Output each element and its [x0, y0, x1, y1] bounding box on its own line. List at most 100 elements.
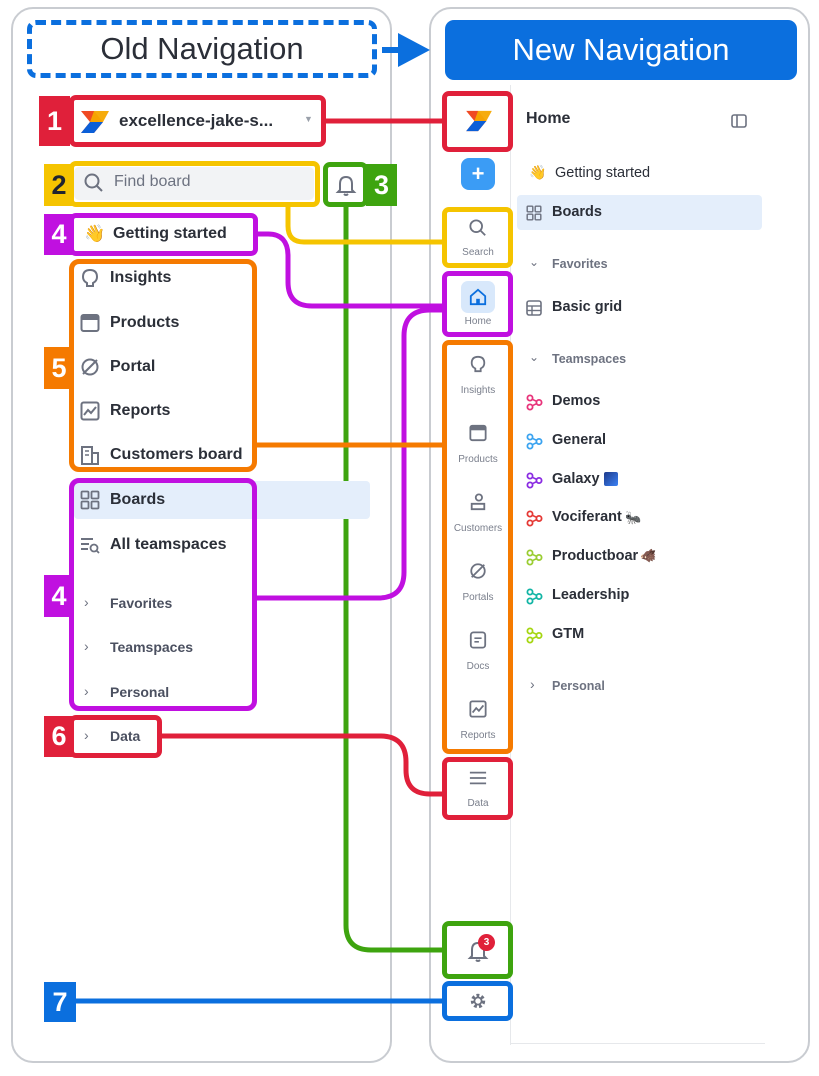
teamspace-icon [526, 549, 543, 566]
boar-emoji-icon: 🐗 [640, 548, 657, 563]
teamspace-item[interactable]: GTM [552, 626, 585, 642]
rail-home-label[interactable]: Home [464, 316, 492, 327]
panel-bottom-line [510, 1043, 765, 1044]
settings-gear-icon[interactable] [469, 992, 487, 1010]
old-boards[interactable]: Boards [110, 491, 166, 508]
old-all-teamspaces[interactable]: All teamspaces [110, 536, 227, 553]
notification-count: 3 [483, 937, 490, 948]
teamspace-item[interactable]: Productboar [552, 548, 639, 564]
panel-boards[interactable]: Boards [552, 204, 602, 220]
teamspace-item[interactable]: General [552, 432, 606, 448]
old-box-4-getting-started [69, 213, 258, 256]
rail-docs-label[interactable]: Docs [466, 661, 490, 672]
rail-portals-label[interactable]: Portals [462, 592, 494, 603]
marker-1: 1 [39, 96, 70, 146]
new-box-4-home [442, 271, 513, 337]
teamspace-item[interactable]: Galaxy [552, 471, 600, 487]
rail-portals-icon [470, 563, 486, 579]
panel-favorites-chevron-icon[interactable]: ⌄ [529, 255, 540, 269]
old-customers-board[interactable]: Customers board [110, 446, 243, 463]
rail-search-icon [469, 219, 486, 236]
panel-getting-started[interactable]: Getting started [555, 165, 651, 181]
workspace-logo-icon [81, 111, 109, 133]
bell-icon[interactable] [335, 174, 357, 196]
panel-personal-chevron-icon[interactable]: › [530, 676, 535, 692]
create-plus-button[interactable] [461, 158, 495, 190]
teamspace-icon [526, 510, 543, 527]
products-icon [80, 314, 100, 332]
rail-docs-icon [469, 631, 487, 649]
panel-personal[interactable]: Personal [552, 679, 605, 693]
rail-insights-icon [470, 355, 486, 373]
reports-icon [80, 401, 100, 421]
rail-data-menu-icon [469, 771, 487, 785]
favorites-chevron-icon[interactable]: › [84, 594, 89, 610]
collapse-sidebar-icon[interactable] [731, 114, 747, 128]
teamspaces-chevron-icon[interactable]: › [84, 638, 89, 654]
new-box-2-search [442, 207, 513, 268]
marker-4a: 4 [44, 214, 74, 255]
personal-chevron-icon[interactable]: › [84, 683, 89, 699]
panel-favorites[interactable]: Favorites [552, 257, 608, 271]
new-box-3-bell [442, 921, 513, 979]
wave-emoji-icon: 👋 [84, 224, 106, 243]
title-arrow-head [398, 33, 430, 67]
new-box-1-logo [442, 91, 513, 152]
rail-products-icon [469, 424, 487, 442]
plus-icon: + [471, 161, 485, 186]
teamspace-item[interactable]: Vociferant [552, 509, 622, 525]
panel-boards-grid-icon [526, 205, 542, 221]
panel-boards-highlight [517, 195, 762, 230]
panel-basic-grid[interactable]: Basic grid [552, 299, 623, 315]
new-box-6-data [442, 757, 513, 820]
rail-insights-label[interactable]: Insights [460, 385, 496, 396]
old-boards-highlight [74, 481, 370, 519]
old-insights[interactable]: Insights [110, 269, 172, 286]
ant-emoji-icon: 🐜 [625, 510, 642, 525]
rail-products-label[interactable]: Products [458, 454, 498, 465]
rail-search-label[interactable]: Search [462, 247, 494, 258]
connector-3 [343, 205, 442, 953]
old-box-5-group [69, 259, 257, 472]
workspace-caret-icon[interactable]: ▼ [304, 114, 313, 124]
old-navigation-title: Old Navigation [100, 31, 304, 66]
rail-reports-label[interactable]: Reports [460, 730, 496, 741]
new-navigation-title: New Navigation [512, 32, 730, 67]
connector-6 [162, 733, 443, 797]
marker-6: 6 [44, 716, 74, 757]
old-data[interactable]: Data [110, 728, 141, 744]
old-box-2-search [69, 161, 320, 207]
rail-customers-label[interactable]: Customers [453, 523, 503, 534]
rail-customers-icon [470, 493, 486, 511]
rail-reports-icon [469, 700, 487, 718]
old-getting-started[interactable]: Getting started [113, 225, 227, 242]
old-favorites[interactable]: Favorites [110, 595, 173, 611]
marker-5: 5 [44, 347, 74, 389]
old-personal[interactable]: Personal [110, 684, 170, 700]
teamspace-item[interactable]: Leadership [552, 587, 630, 603]
marker-3: 3 [366, 164, 397, 206]
marker-7: 7 [44, 982, 76, 1022]
workspace-name[interactable]: excellence-jake-s... [119, 111, 274, 130]
old-navigation-title-box [27, 20, 377, 78]
find-board-input[interactable] [74, 167, 314, 200]
search-icon [84, 173, 103, 192]
old-teamspaces[interactable]: Teamspaces [110, 639, 194, 655]
old-products[interactable]: Products [110, 314, 180, 331]
connector-2 [285, 207, 442, 245]
galaxy-badge-icon [604, 472, 618, 486]
all-teamspaces-icon [81, 538, 100, 554]
panel-teamspaces[interactable]: Teamspaces [552, 352, 627, 366]
teamspace-item[interactable]: Demos [552, 393, 601, 409]
data-chevron-icon[interactable]: › [84, 727, 89, 743]
rail-logo-icon[interactable] [465, 110, 493, 132]
find-board-placeholder: Find board [114, 173, 191, 190]
old-portal[interactable]: Portal [110, 358, 156, 375]
rail-data-label[interactable]: Data [467, 798, 489, 809]
old-reports[interactable]: Reports [110, 402, 171, 419]
basic-grid-table-icon [526, 300, 542, 316]
rail-home-active-bg [461, 281, 495, 313]
insights-icon [81, 268, 99, 287]
panel-teamspaces-chevron-icon[interactable]: ⌄ [529, 350, 540, 364]
